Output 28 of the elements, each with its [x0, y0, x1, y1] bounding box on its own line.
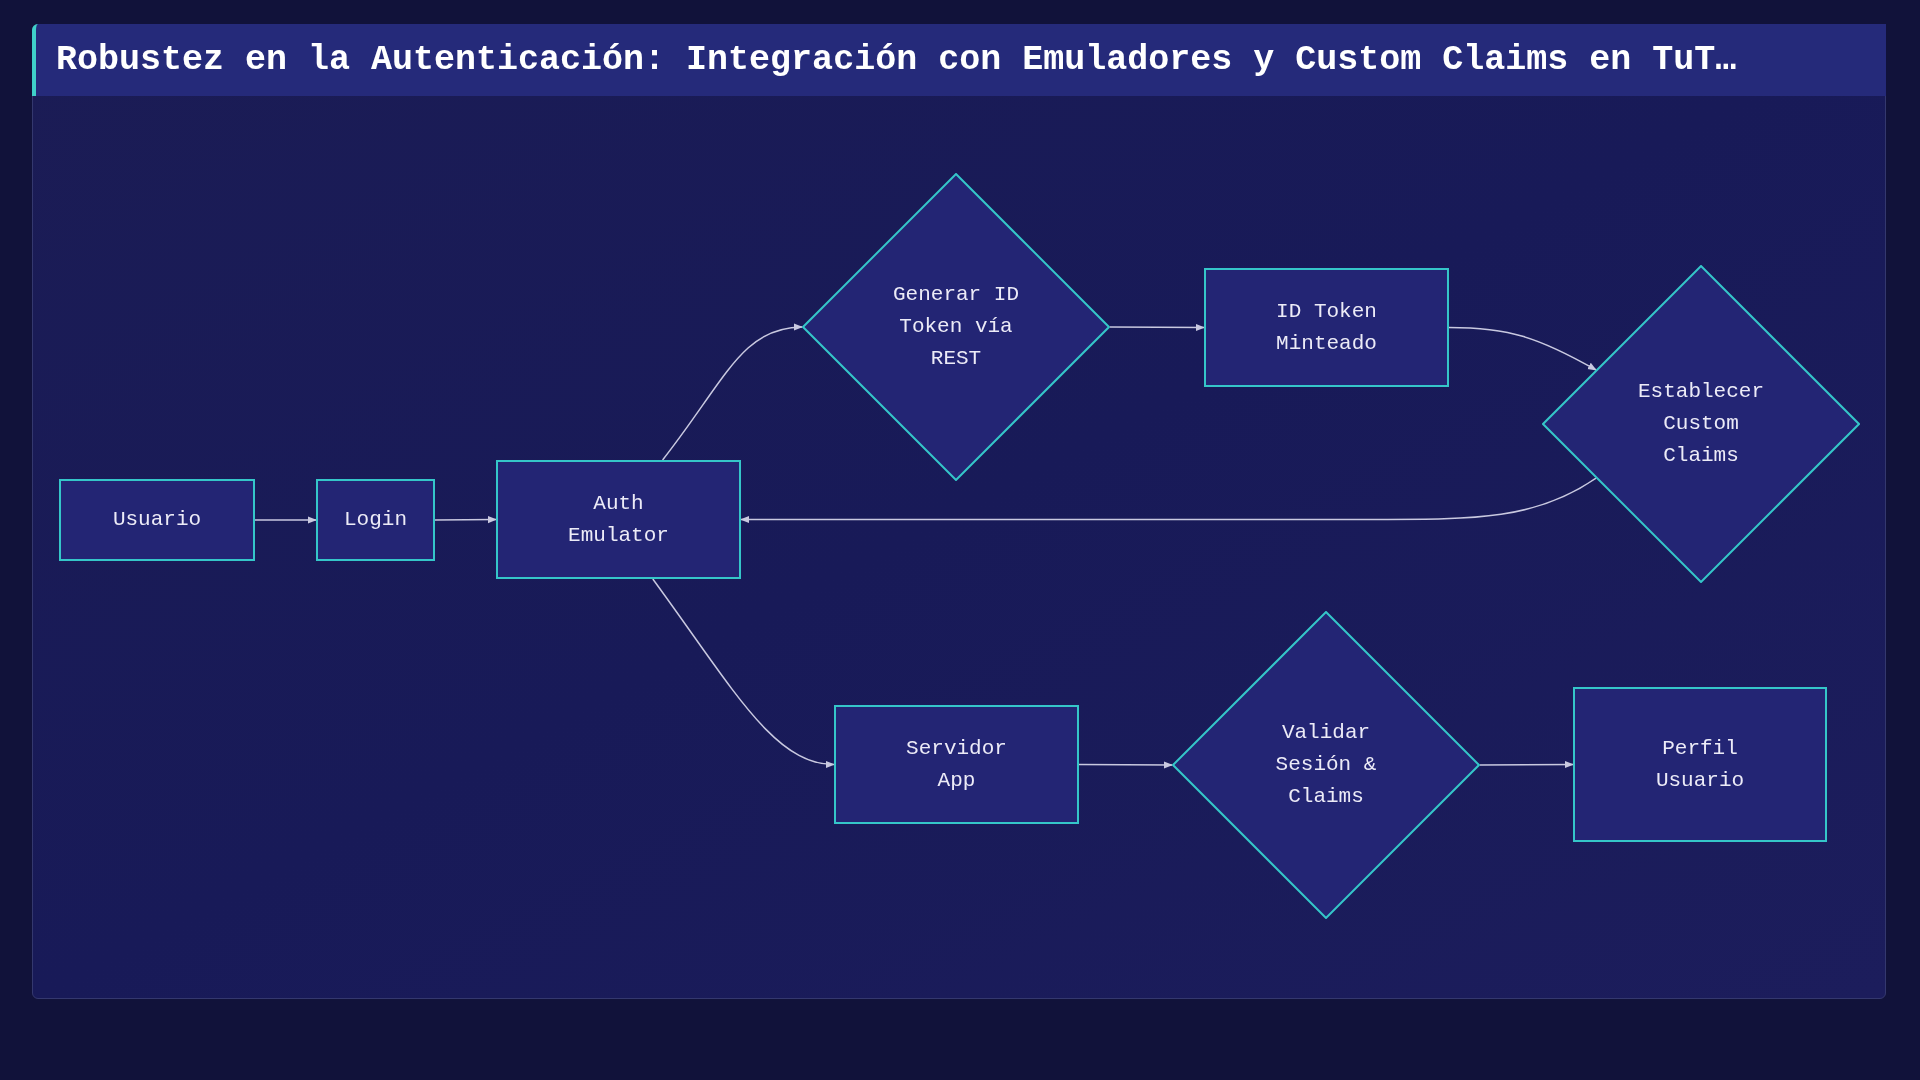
arrow — [1448, 326, 1597, 371]
arrow — [254, 516, 317, 524]
arrow — [652, 578, 835, 768]
decision-diamond — [1172, 611, 1480, 919]
node-label: Servidor App — [905, 735, 1008, 794]
decision-diamond — [802, 173, 1110, 481]
process-box — [496, 460, 741, 579]
node-label: Perfil Usuario — [1654, 735, 1746, 794]
arrow — [1109, 323, 1205, 332]
arrow — [1479, 760, 1574, 769]
node-label: Usuario — [111, 507, 203, 533]
process-box — [1573, 687, 1827, 842]
decision-diamond — [1542, 265, 1860, 583]
node-label: Auth Emulator — [567, 490, 670, 549]
arrow — [1078, 761, 1173, 769]
node-label: Generar ID Token vía REST — [892, 282, 1020, 372]
process-box — [59, 479, 255, 561]
arrow — [661, 324, 803, 461]
process-box — [1204, 268, 1449, 387]
node-label: ID Token Minteado — [1275, 298, 1378, 357]
node-label: Validar Sesión & Claims — [1274, 720, 1378, 810]
process-box — [316, 479, 435, 561]
process-box — [834, 705, 1079, 824]
node-label: Login — [343, 507, 408, 533]
arrow — [740, 477, 1597, 524]
title-bar: Robustez en la Autenticación: Integración con Emuladores y Custom Claims en TuT… — [32, 24, 1886, 96]
arrow — [434, 515, 497, 524]
node-label: Establecer Custom Claims — [1637, 379, 1765, 469]
